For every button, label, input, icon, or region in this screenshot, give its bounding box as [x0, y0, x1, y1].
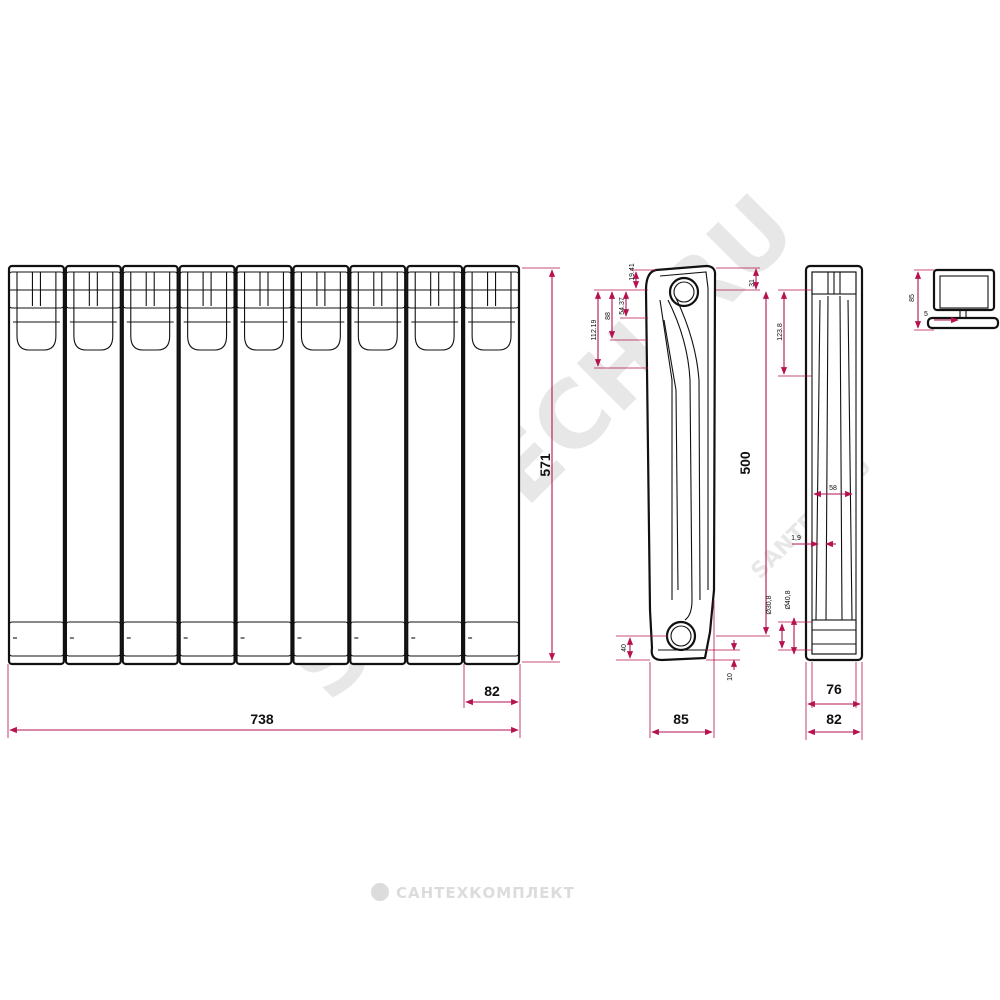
radiator-section	[7, 264, 65, 666]
width-dimension-label: 738	[250, 711, 274, 727]
end-view: 123.8 58 1,9 Ø30,8 Ø40,8 76 82	[766, 264, 864, 740]
dim-123-label: 123.8	[777, 323, 784, 341]
dim-1-9-label: 1,9	[791, 535, 801, 542]
dim-112-label: 112.19	[591, 319, 598, 340]
radiator-section	[292, 264, 350, 666]
front-dimensions: 571 738 82	[7, 267, 560, 738]
detail-view: 85 5	[909, 268, 1000, 331]
height-dimension-label: 571	[537, 453, 553, 477]
radiator-section	[64, 264, 122, 666]
brand-text: САНТЕХКОМПЛЕКТ	[396, 884, 575, 902]
front-view	[7, 264, 521, 666]
radiator-section	[178, 264, 236, 666]
side-view: 31 500 112.19 88 54.37 19.41 40 10 85	[591, 263, 770, 738]
radiator-section	[235, 264, 293, 666]
dim-40-label: 40	[621, 644, 628, 652]
dim-19-label: 19.41	[629, 263, 636, 281]
dim-d40-label: Ø40,8	[785, 590, 792, 609]
dim-d30-label: Ø30,8	[766, 595, 773, 614]
outer-width-label: 82	[826, 711, 842, 727]
radiator-section	[121, 264, 179, 666]
axis-distance-label: 500	[737, 451, 753, 475]
detail-5-label: 5	[924, 311, 928, 318]
radiator-section	[406, 264, 464, 666]
radiator-section	[349, 264, 407, 666]
section-width-label: 82	[484, 683, 500, 699]
detail-85-label: 85	[909, 294, 916, 302]
brand-icon	[371, 883, 389, 901]
dim-58-label: 58	[829, 485, 837, 492]
dim-88-label: 88	[605, 312, 612, 320]
depth-dimension-label: 85	[673, 711, 689, 727]
brand-logo: САНТЕХКОМПЛЕКТ	[371, 883, 575, 902]
inner-width-label: 76	[826, 681, 842, 697]
top-offset-label: 31	[749, 279, 756, 287]
radiator-section	[463, 264, 521, 666]
dim-54-label: 54.37	[619, 297, 626, 315]
dim-10-label: 10	[727, 673, 734, 681]
